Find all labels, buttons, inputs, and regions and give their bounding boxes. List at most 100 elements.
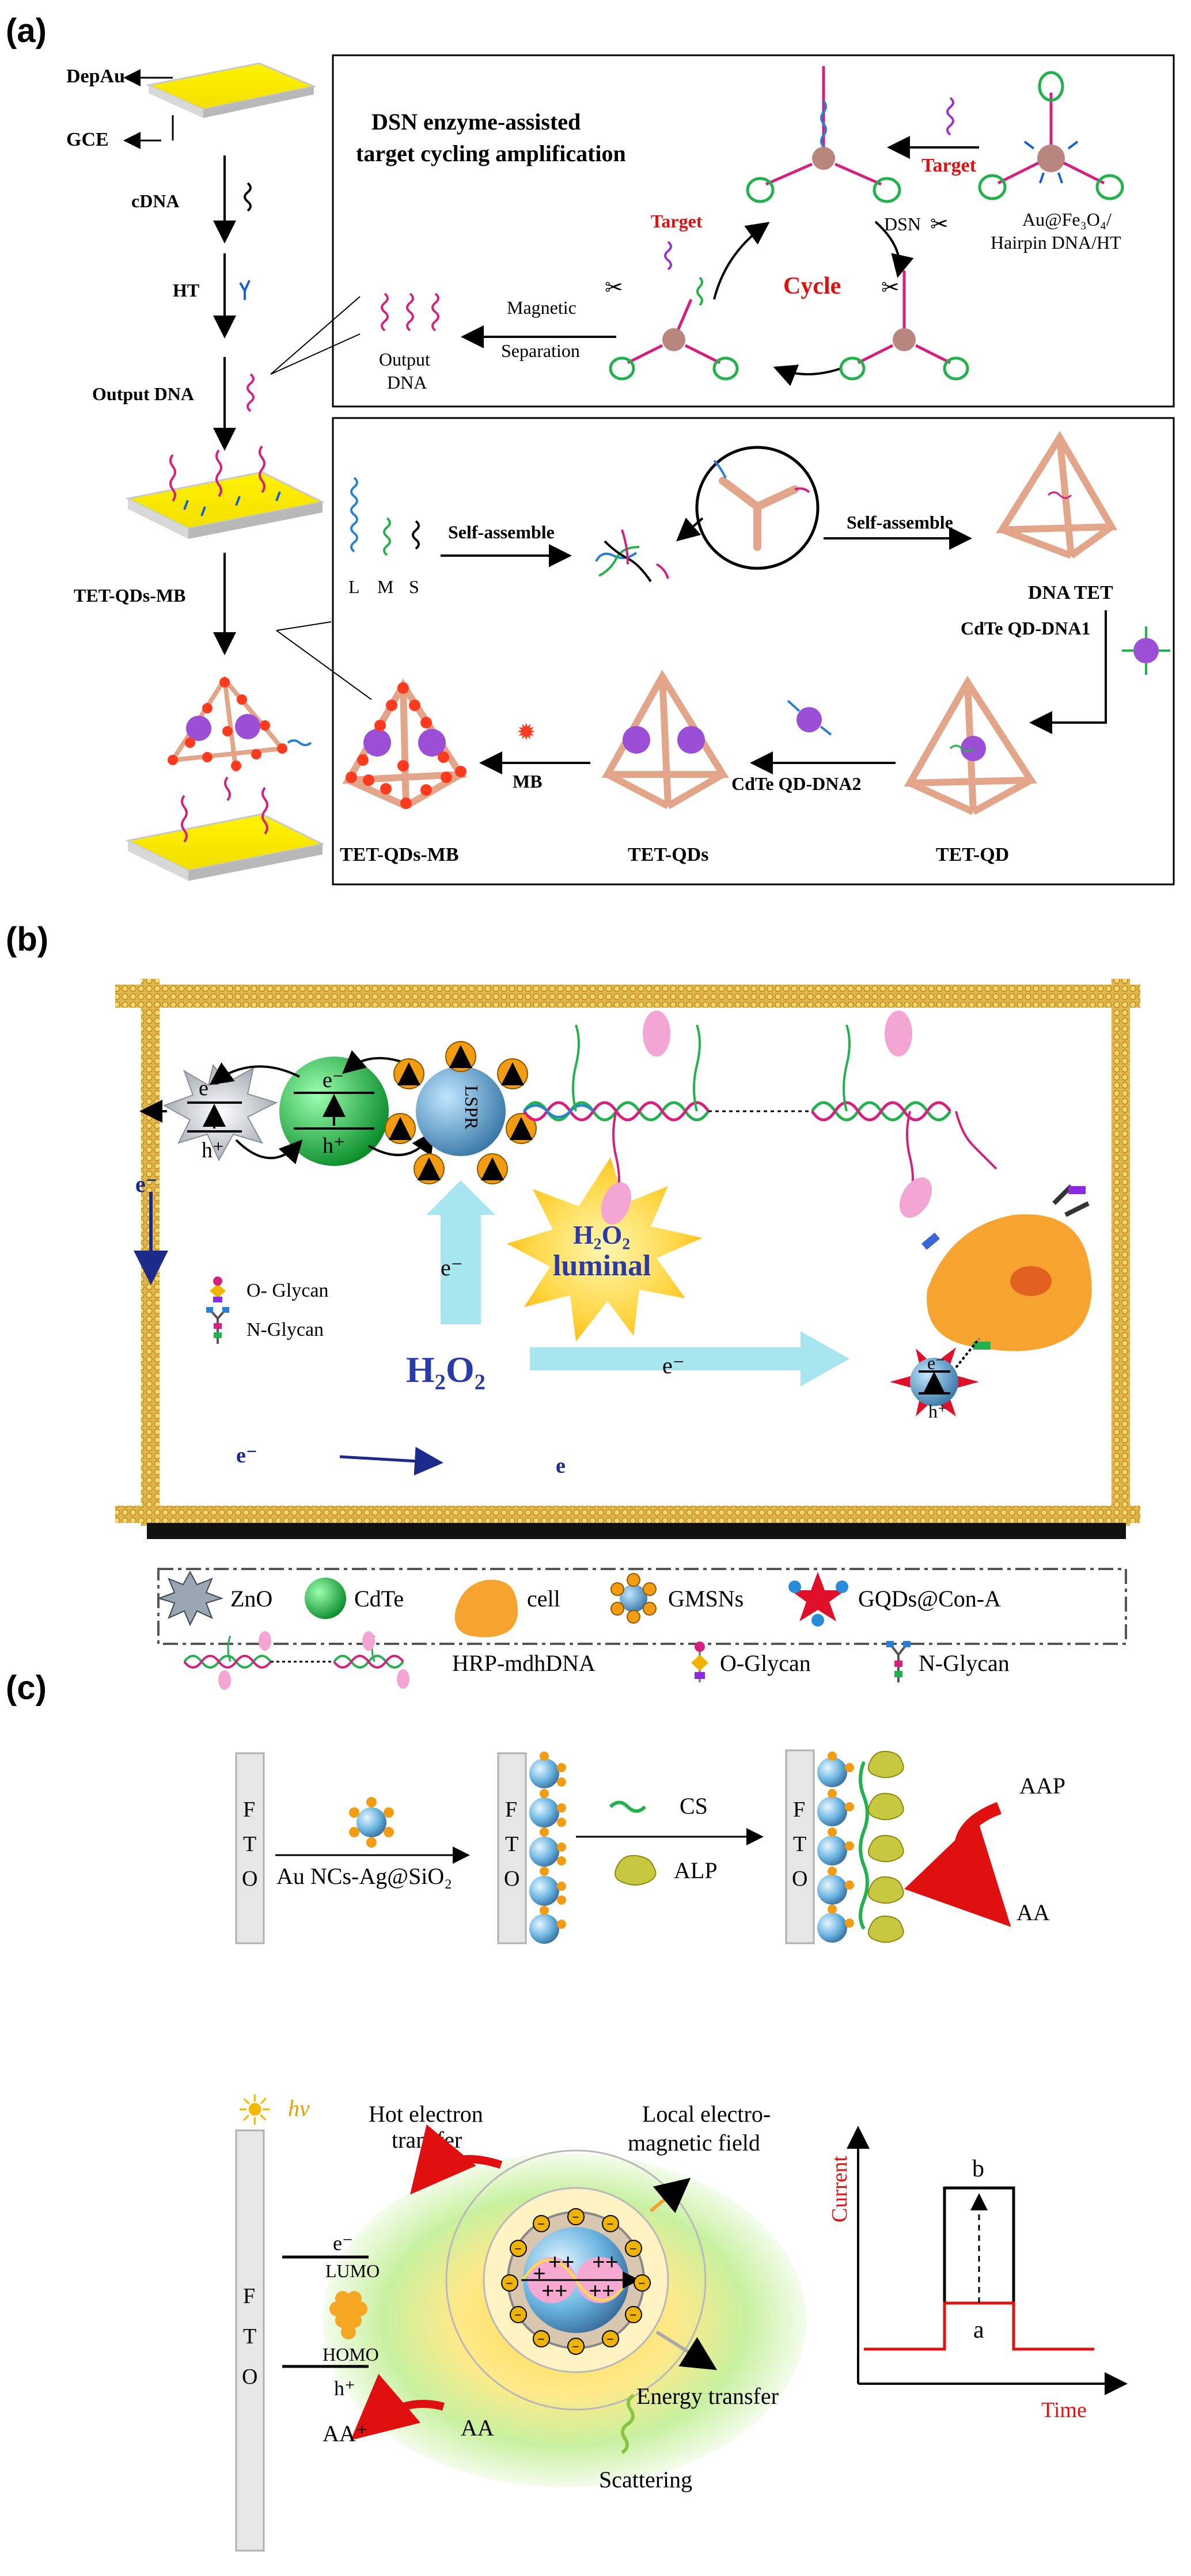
fto-electrode-2 bbox=[497, 1752, 527, 1944]
tet-qd bbox=[904, 675, 1037, 815]
self-assemble-1: Self-assemble bbox=[448, 522, 555, 542]
fto-label-1-f: F bbox=[243, 1798, 255, 1822]
target-strand-left bbox=[664, 241, 672, 271]
fto-label-2-f: F bbox=[505, 1798, 517, 1822]
gold-frame-bottom bbox=[115, 1506, 1140, 1523]
gqd-e-label: e⁻ bbox=[927, 1352, 945, 1373]
svg-text:−: − bbox=[506, 2276, 513, 2290]
target-label-top: Target bbox=[921, 155, 977, 176]
tet-qds bbox=[601, 670, 729, 810]
e-minus-label: e⁻ bbox=[333, 2232, 353, 2255]
cs-icon bbox=[609, 1800, 647, 1813]
depau-label: DepAu bbox=[66, 66, 125, 87]
electrode-mid bbox=[125, 445, 325, 539]
fto-electrode-1 bbox=[235, 1752, 265, 1944]
electrode-base bbox=[147, 1523, 1126, 1539]
cdte-qd-dna1-label: CdTe QD-DNA1 bbox=[961, 618, 1091, 639]
output-dna-strands bbox=[381, 292, 439, 332]
scattering-label: Scattering bbox=[599, 2467, 692, 2493]
legend-gqds-label: GQDs@Con-A bbox=[858, 1586, 1001, 1612]
svg-text:+: + bbox=[533, 2260, 546, 2286]
electrode-bottom bbox=[125, 675, 325, 881]
scissors-icon-3: ✂ bbox=[605, 276, 623, 300]
three-way-junction bbox=[595, 529, 669, 583]
legend-cdte-icon bbox=[305, 1578, 346, 1619]
fto-label-1-o: O bbox=[242, 1867, 257, 1891]
dsn-label: DSN bbox=[884, 214, 921, 234]
legend-zno-label: ZnO bbox=[230, 1586, 272, 1612]
legend-cell-label: cell bbox=[527, 1586, 560, 1612]
panel-label-a: (a) bbox=[6, 12, 47, 50]
cycle-complex-left bbox=[609, 276, 739, 381]
aa-plus-label: AA⁺ bbox=[323, 2421, 368, 2446]
svg-text:−: − bbox=[514, 2241, 522, 2256]
strand-s: S bbox=[409, 576, 419, 597]
au-ncs-label: Au NCs-Ag@SiO₂ bbox=[276, 1863, 452, 1889]
fto3-particles bbox=[817, 1750, 904, 1943]
cdna-strand bbox=[244, 182, 252, 212]
panel-c-diagram: F T O Au NCs-Ag@SiO₂ F T O CS ALP F T O bbox=[235, 1749, 1128, 2552]
hot-electron-label-2: transfer bbox=[392, 2127, 462, 2153]
n-glycan-label-inner: N-Glycan bbox=[246, 1319, 324, 1340]
fto-label-2-o: O bbox=[504, 1867, 519, 1891]
lumo-label: LUMO bbox=[325, 2260, 380, 2281]
gce-label: GCE bbox=[66, 129, 109, 150]
aa-label-bottom: AA bbox=[461, 2415, 494, 2441]
dsn-title-line1: DSN enzyme-assisted bbox=[371, 109, 581, 135]
svg-text:−: − bbox=[629, 2241, 637, 2256]
legend-cell-icon bbox=[454, 1579, 518, 1637]
fto2-particles bbox=[529, 1751, 566, 1944]
gold-frame-top bbox=[115, 985, 1140, 1008]
ht-icon bbox=[239, 280, 251, 300]
svg-text:−: − bbox=[606, 2217, 614, 2231]
fto-label-3-f: F bbox=[793, 1798, 805, 1822]
legend-box bbox=[157, 1568, 1127, 1645]
legend-zno-icon bbox=[157, 1570, 224, 1627]
alp-icon bbox=[615, 1855, 657, 1886]
energy-transfer-arrow bbox=[655, 2330, 718, 2370]
dna-tet-label: DNA TET bbox=[1028, 582, 1113, 603]
hot-electron-label-1: Hot electron bbox=[369, 2101, 483, 2127]
bottom-e-label-left: e⁻ bbox=[236, 1443, 257, 1468]
legend-n-glycan-icon bbox=[886, 1641, 911, 1682]
legend-gqds-icon bbox=[788, 1572, 848, 1627]
cs-label: CS bbox=[680, 1793, 708, 1819]
dsn-title-line2: target cycling amplification bbox=[356, 140, 626, 166]
alp-label: ALP bbox=[674, 1857, 718, 1883]
bottom-e-label-right: e bbox=[556, 1454, 566, 1478]
cycle-complex-right bbox=[839, 271, 969, 381]
legend-gmsns-label: GMSNs bbox=[668, 1586, 744, 1612]
self-assemble-2: Self-assemble bbox=[847, 512, 953, 533]
svg-text:−: − bbox=[514, 2308, 522, 2322]
tet-qds-mb bbox=[342, 678, 467, 810]
step-ht: HT bbox=[173, 280, 199, 301]
fto-label-2-t: T bbox=[505, 1832, 518, 1856]
gmsn-particle: LSPR bbox=[385, 1041, 537, 1184]
legend-o-glycan-icon bbox=[691, 1642, 708, 1682]
probe-label-line2: Hairpin DNA/HT bbox=[991, 232, 1121, 253]
gold-frame-right bbox=[1112, 979, 1130, 1526]
hot-electron-arrow bbox=[410, 2124, 503, 2195]
cycle-complex-top bbox=[746, 66, 901, 203]
svg-text:−: − bbox=[537, 2332, 545, 2346]
h2o2-label: H₂O₂ bbox=[406, 1349, 485, 1390]
nanocluster-icon bbox=[329, 2291, 367, 2339]
o-glycan-label-inner: O- Glycan bbox=[246, 1280, 329, 1301]
homo-label: HOMO bbox=[323, 2344, 379, 2365]
panel-b-legend: ZnO CdTe cell GMSNs GQDs@Con-A HRP-mdhDN… bbox=[157, 1570, 1010, 1690]
aa-label-top: AA bbox=[1016, 1899, 1050, 1925]
legend-hrp-icon bbox=[183, 1631, 409, 1690]
cycle-label: Cycle bbox=[783, 273, 841, 299]
gqd-h-label: h⁺ bbox=[928, 1401, 947, 1422]
svg-text:−: − bbox=[629, 2308, 637, 2322]
probe-label-line1: Au@Fe₃O₄/ bbox=[1022, 209, 1112, 230]
legend-gmsns-icon bbox=[610, 1573, 657, 1624]
junction-zoom-content bbox=[713, 459, 810, 551]
step-tet-qds-mb: TET-QDs-MB bbox=[74, 585, 185, 606]
step-cdna: cDNA bbox=[131, 191, 180, 211]
h-plus-label: h⁺ bbox=[334, 2377, 355, 2400]
target-label-left: Target bbox=[651, 211, 703, 231]
magnetic-label: Magnetic bbox=[507, 297, 576, 318]
graph-ylabel: Current bbox=[828, 2155, 852, 2222]
svg-text:++: ++ bbox=[589, 2278, 615, 2304]
